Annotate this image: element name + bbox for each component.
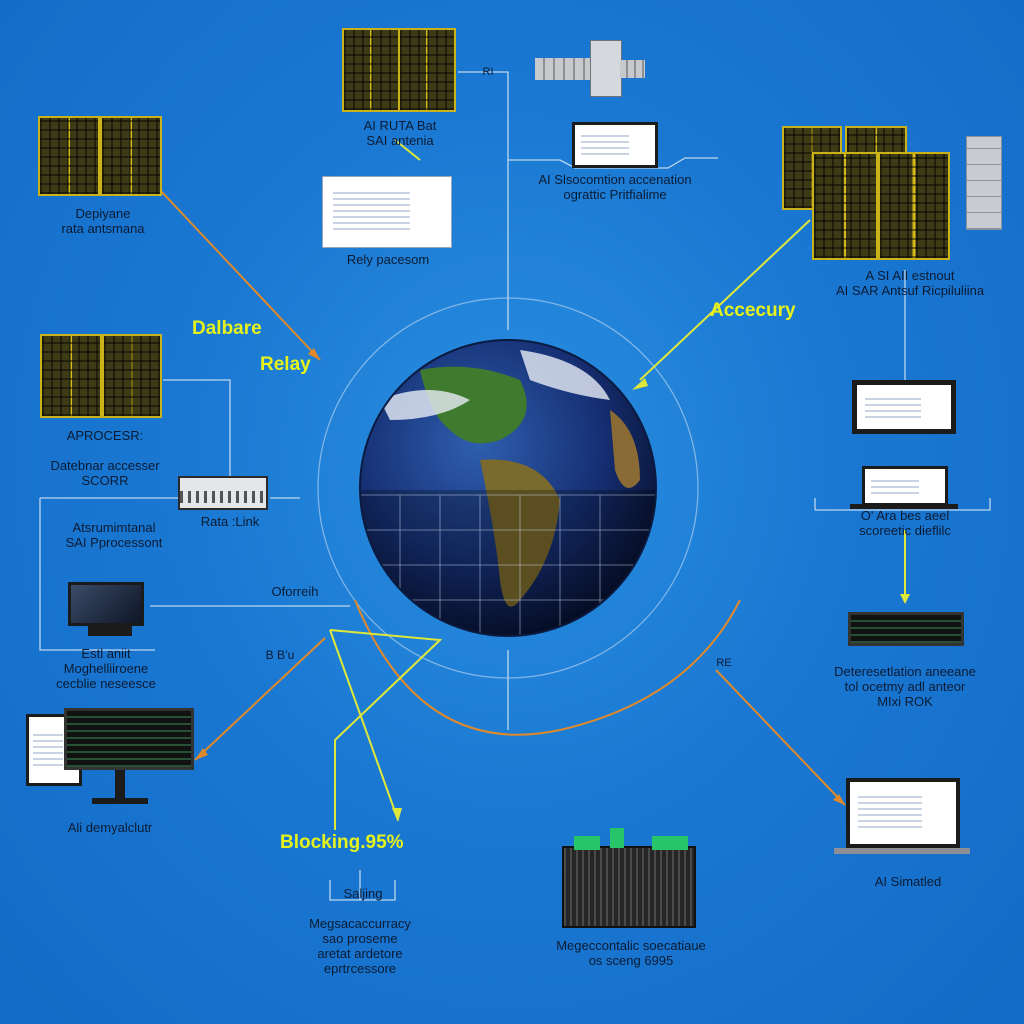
mega-console-rack bbox=[562, 846, 696, 928]
left-solar-panel-1 bbox=[38, 116, 100, 196]
right-monitor-top bbox=[852, 380, 956, 434]
console-green-module-2 bbox=[610, 828, 624, 848]
datoresetlation-label: Deteresetlation aneeane tol ocetmy adl a… bbox=[834, 664, 976, 709]
megas-block-label: Megsacaccurracy sao proseme aretat ardet… bbox=[309, 916, 411, 976]
re-tag: RE bbox=[716, 657, 732, 669]
right-laptop-screen bbox=[862, 466, 948, 506]
bottom-left-white-screen bbox=[26, 714, 82, 786]
mid-solar-panel-2 bbox=[102, 334, 162, 418]
globe bbox=[359, 339, 657, 637]
dalbare-highlight: Dalbare bbox=[192, 318, 262, 339]
deployable-label: Depiyane rata antsmana bbox=[61, 206, 145, 236]
console-green-module-3 bbox=[652, 836, 688, 850]
bottom-right-laptop-base bbox=[834, 848, 970, 854]
right-panels-label: A SI AII estnout AI SAR Antsuf Ricpiluli… bbox=[835, 268, 985, 298]
left-monitor-stand bbox=[88, 626, 132, 636]
mid-solar-panel-1 bbox=[40, 334, 102, 418]
atmospheric-label: Atsrumimtanal SAI Pprocessont bbox=[65, 520, 163, 550]
bottom-left-dark-monitor bbox=[64, 708, 194, 770]
ra-tag: B B’u bbox=[265, 648, 295, 662]
ri-tag: RI bbox=[482, 66, 494, 78]
bottom-left-monitor-base bbox=[92, 798, 148, 804]
ai-simatled-label: AI Simatled bbox=[874, 874, 942, 889]
megas-console-label: Megeccontalic soecatiaue os sceng 6995 bbox=[556, 938, 706, 968]
left-monitor bbox=[68, 582, 144, 626]
bottom-right-laptop-screen bbox=[846, 778, 960, 848]
left-solar-panel-2 bbox=[100, 116, 162, 196]
rata-link-device bbox=[178, 476, 268, 510]
satellite-text-label: AI Slsocomtion accenation ograttic Pritf… bbox=[538, 172, 692, 202]
top-laptop-screen bbox=[572, 122, 658, 168]
right-solar-panel-3 bbox=[812, 152, 878, 260]
aprocessor-label: APROCESR: Datebnar accesser SCORR bbox=[50, 428, 160, 488]
safing-label: Saljing bbox=[343, 886, 383, 901]
right-laptop-base bbox=[850, 504, 958, 509]
ai-demyalclutr-label: Ali demyalclutr bbox=[67, 820, 153, 835]
right-laptop-label: O' Ara bes aeel scoreetic dieflilc bbox=[859, 508, 951, 538]
console-green-module-1 bbox=[574, 836, 600, 850]
oforreih-label: Oforreih bbox=[271, 584, 319, 599]
top-solar-panel-right bbox=[398, 28, 456, 112]
right-data-monitor bbox=[848, 612, 964, 646]
top-solar-panel-left bbox=[342, 28, 400, 112]
satellite-icon bbox=[535, 30, 645, 105]
rata-link-label: Rata :Link bbox=[200, 514, 260, 529]
estl-aniit-label: Estl aniit Moghelliiroene cecblie nesees… bbox=[56, 646, 156, 691]
blocking-highlight: Blocking.95% bbox=[280, 832, 404, 853]
relay-highlight: Relay bbox=[260, 354, 311, 375]
relay-processor-label: Rely pacesom bbox=[346, 252, 430, 267]
bottom-left-monitor-stand bbox=[115, 770, 125, 798]
server-rack-icon bbox=[966, 136, 1002, 230]
relay-processor-window bbox=[322, 176, 452, 248]
right-solar-panel-4 bbox=[878, 152, 950, 260]
accecury-highlight: Accecury bbox=[710, 300, 796, 321]
top-antenna-label: AI RUTA Bat SAI antenia bbox=[363, 118, 437, 148]
